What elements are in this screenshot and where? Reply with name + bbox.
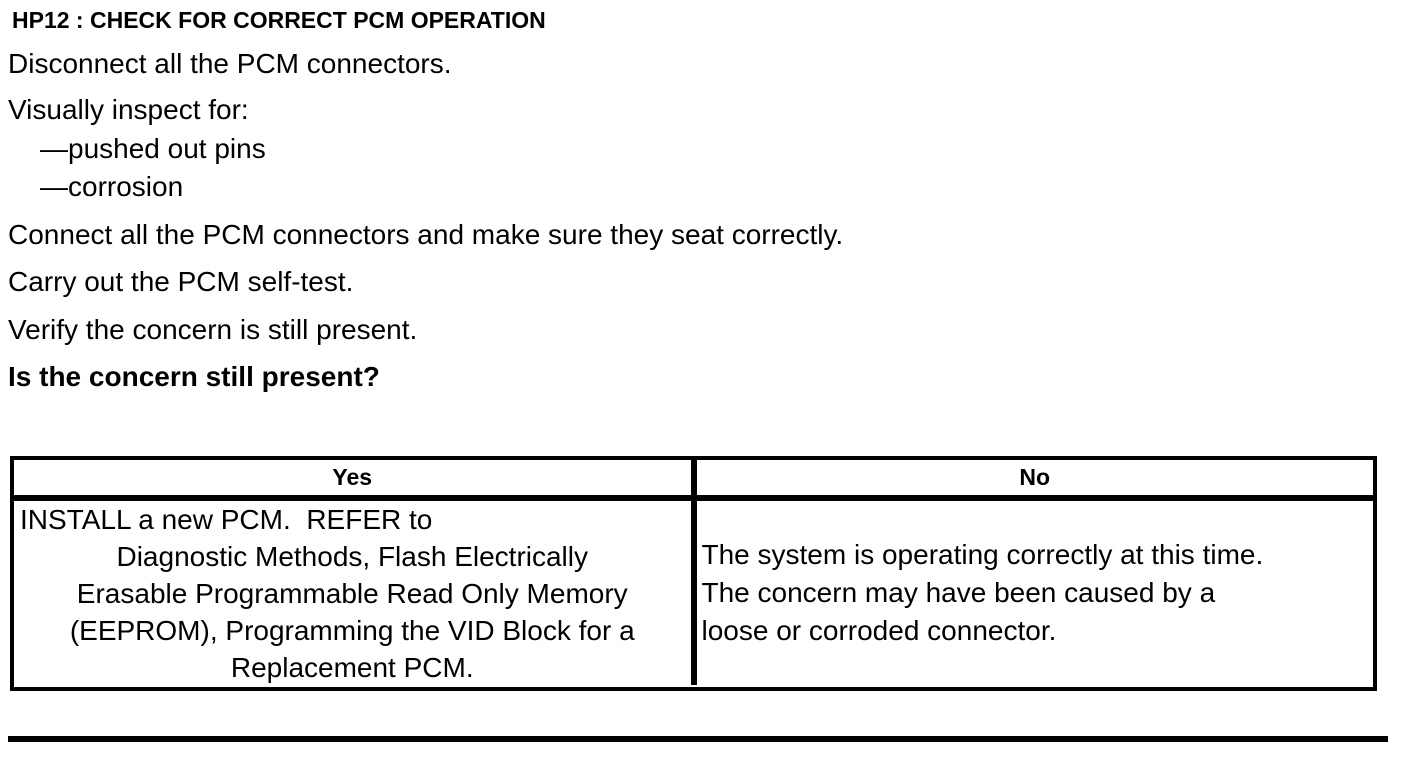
page-bottom-rule: [8, 736, 1388, 742]
yes-no-results-table: Yes No INSTALL a new PCM. REFER to Diagn…: [10, 456, 1377, 691]
inspect-item-pushed-out-pins: —pushed out pins: [40, 133, 266, 164]
yes-action-install-line: INSTALL a new PCM. REFER to: [20, 504, 433, 535]
yes-column-header: Yes: [332, 464, 373, 490]
yes-reference-line: Erasable Programmable Read Only Memory: [76, 578, 628, 609]
no-action-line: The concern may have been caused by a: [701, 577, 1216, 608]
step-verify-concern: Verify the concern is still present.: [8, 314, 418, 345]
yes-action-cell: INSTALL a new PCM. REFER to Diagnostic M…: [14, 501, 691, 685]
yes-reference-line: Diagnostic Methods, Flash Electrically: [116, 541, 588, 572]
yes-reference-line: Replacement PCM.: [230, 652, 474, 683]
step-carry-out-self-test: Carry out the PCM self-test.: [8, 266, 354, 297]
no-action-cell: The system is operating correctly at thi…: [690, 501, 1374, 685]
yes-reference-line: (EEPROM), Programming the VID Block for …: [69, 615, 635, 646]
step-connect-connectors: Connect all the PCM connectors and make …: [8, 219, 844, 250]
no-action-line: loose or corroded connector.: [701, 615, 1057, 646]
results-table-body-row: INSTALL a new PCM. REFER to Diagnostic M…: [14, 501, 1373, 685]
step-disconnect-connectors: Disconnect all the PCM connectors.: [8, 48, 452, 79]
inspect-item-corrosion: —corrosion: [40, 171, 184, 202]
step-visual-inspect-intro: Visually inspect for:: [8, 94, 249, 125]
no-column-header: No: [690, 460, 1374, 495]
pinpoint-test-title: HP12 : CHECK FOR CORRECT PCM OPERATION: [12, 7, 546, 33]
results-table-header-row: Yes No: [14, 460, 1373, 501]
no-action-line: The system is operating correctly at thi…: [701, 539, 1264, 570]
decision-question: Is the concern still present?: [8, 361, 380, 392]
